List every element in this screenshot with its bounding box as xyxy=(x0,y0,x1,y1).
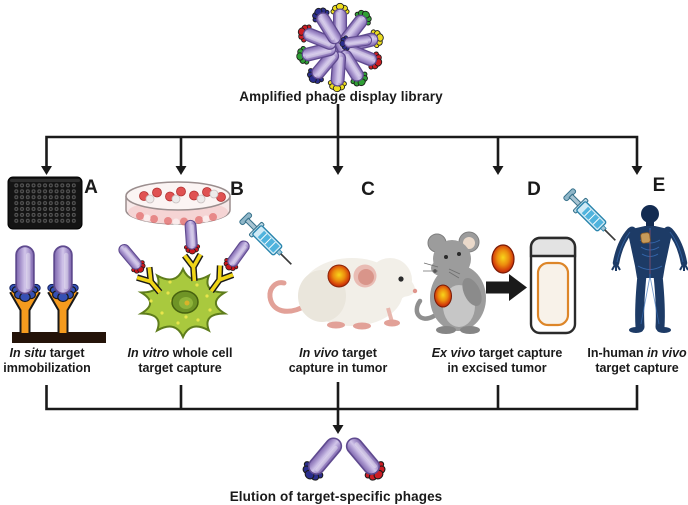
mouse-tail xyxy=(267,280,310,314)
branch-caption-a: In situ target immobilization xyxy=(0,346,142,376)
tumor-icon xyxy=(327,264,351,288)
microplate-icon xyxy=(7,176,83,230)
immobilized-target-icon xyxy=(9,245,106,343)
branch-caption-d: Ex vivo target capture in excised tumor xyxy=(402,346,592,376)
specimen-jar-icon xyxy=(529,236,577,335)
caption-line1: In situ target xyxy=(9,346,85,360)
mouse-eye xyxy=(398,276,404,282)
excised-tumor-icon xyxy=(491,244,515,274)
mouse-tail xyxy=(414,298,437,321)
library-title: Amplified phage display library xyxy=(239,89,443,104)
connector-bottom-merge xyxy=(45,385,639,411)
phage-antibody-unit xyxy=(181,219,204,282)
caption-line2: target capture xyxy=(595,361,679,375)
human-body-icon xyxy=(611,205,688,333)
branch-letter-e: E xyxy=(652,175,666,196)
syringe-icon xyxy=(236,209,299,272)
mouse-nose xyxy=(412,288,418,294)
phage-antibody-unit xyxy=(208,236,254,294)
branch-letter-b: B xyxy=(230,179,244,200)
connector-top-split xyxy=(45,135,639,167)
caption-line1: Ex vivo target capture xyxy=(431,346,563,360)
petri-dish-icon xyxy=(125,181,231,226)
branch-letter-d: D xyxy=(527,179,541,200)
branch-letter-a: A xyxy=(84,177,98,198)
arrowheads xyxy=(41,166,643,434)
heart xyxy=(640,232,651,244)
caption-line1: In vivo target xyxy=(299,346,377,360)
branch-caption-b: In vitro whole cell target capture xyxy=(85,346,275,376)
phage-icon xyxy=(11,245,39,303)
caption-line2: in excised tumor xyxy=(447,361,547,375)
caption-line1: In-human in vivo xyxy=(587,346,687,360)
branch-caption-c: In vivo target capture in tumor xyxy=(243,346,433,376)
excised-tissue xyxy=(536,261,570,327)
mouse-front-icon xyxy=(414,231,486,334)
flow-connectors xyxy=(45,104,639,426)
caption-line1: In vitro whole cell xyxy=(127,346,233,360)
elution-caption: Elution of target-specific phages xyxy=(229,489,443,504)
whole-cell-icon xyxy=(114,219,254,340)
branch-caption-e: In-human in vivo target capture xyxy=(542,346,688,376)
whiskers xyxy=(423,262,461,279)
cells xyxy=(139,186,226,204)
branch-letter-c: C xyxy=(361,179,375,200)
elution-arrowhead xyxy=(332,425,344,434)
caption-line2: target capture xyxy=(138,361,222,375)
caption-line2: capture in tumor xyxy=(288,361,388,375)
tumor-icon xyxy=(434,284,452,308)
syringe-icon xyxy=(560,185,623,248)
mouse-side-icon xyxy=(267,258,418,330)
caption-line2: immobilization xyxy=(3,361,91,375)
elution-phages-icon xyxy=(297,432,391,486)
phage-icon xyxy=(49,245,77,303)
phage-antibody-unit xyxy=(114,240,163,295)
transfer-arrow-icon xyxy=(486,274,527,301)
phage-library-icon xyxy=(294,2,386,93)
